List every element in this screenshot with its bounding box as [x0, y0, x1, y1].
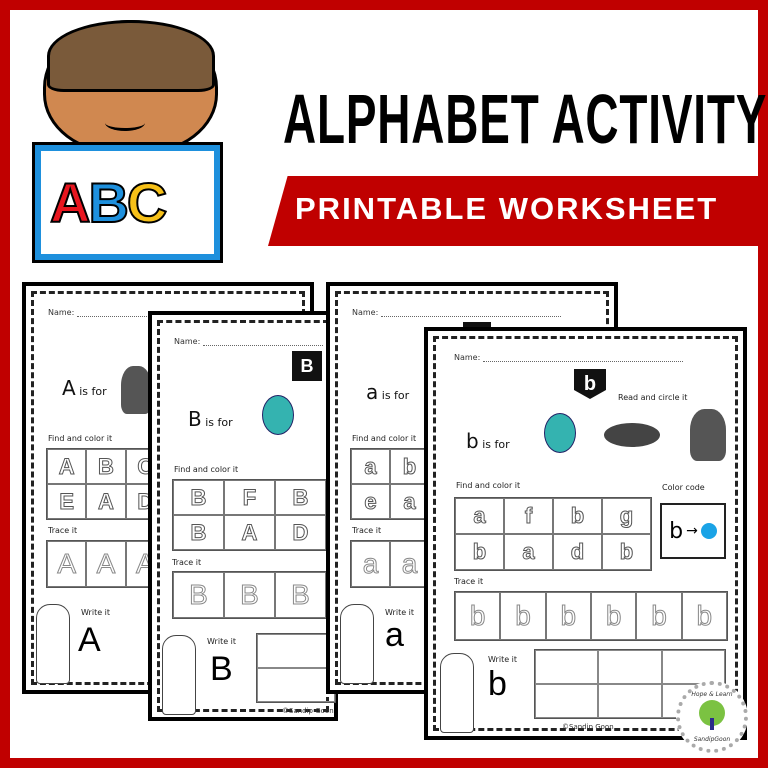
trace-label: Trace it: [172, 558, 202, 567]
balloon-picture: [544, 413, 576, 453]
sign-letter-c: C: [126, 170, 169, 235]
letter-badge: B: [292, 351, 322, 381]
dashed-border: [433, 336, 738, 731]
balloon-picture: [262, 395, 294, 435]
seal-signature: SandipGoon: [693, 736, 731, 743]
abc-sign-letters: ABC: [49, 170, 169, 235]
subtitle-ribbon: [268, 176, 758, 246]
worksheet-b-lower: Name: b Read and circle it b is for Find…: [424, 327, 747, 740]
is-for-label: b is for: [466, 429, 510, 453]
trace-label: Trace it: [454, 577, 484, 586]
page-title: ALPHABET ACTIVITY: [283, 79, 768, 158]
color-code-box: b→: [660, 503, 726, 559]
trace-label: Trace it: [352, 526, 382, 535]
kid-outline-icon: [340, 604, 374, 684]
find-label: Find and color it: [48, 434, 113, 443]
find-label: Find and color it: [352, 434, 417, 443]
cat-picture: [690, 409, 726, 461]
kid-outline-icon: [162, 635, 196, 715]
sign-letter-b: B: [87, 170, 130, 235]
page-subtitle: PRINTABLE WORKSHEET: [295, 191, 719, 226]
write-label: Write it: [81, 608, 111, 617]
sign-letter-a: A: [49, 170, 92, 235]
find-label: Find and color it: [456, 481, 521, 490]
abc-sign: [32, 142, 223, 263]
is-for-label: a is for: [366, 380, 410, 404]
write-label: Write it: [207, 637, 237, 646]
color-code-label: Color code: [662, 483, 705, 492]
write-grid: [256, 633, 336, 703]
find-label: Find and color it: [174, 465, 239, 474]
tree-icon: [699, 700, 725, 730]
ant-picture: [604, 423, 660, 447]
kid-outline-icon: [36, 604, 70, 684]
name-field: Name:: [174, 337, 323, 346]
cat-picture: [121, 366, 151, 414]
write-letter: a: [385, 616, 404, 654]
write-label: Write it: [385, 608, 415, 617]
write-label: Write it: [488, 655, 518, 664]
copyright: ©Sandip Goon: [282, 707, 334, 715]
is-for-label: B is for: [188, 407, 233, 431]
trace-label: Trace it: [48, 526, 78, 535]
name-field: Name:: [352, 308, 561, 317]
kid-illustration: [25, 20, 230, 260]
copyright: ©Sandip Goon: [562, 723, 614, 731]
read-circle-label: Read and circle it: [618, 393, 688, 402]
kid-outline-icon: [440, 653, 474, 733]
is-for-label: A is for: [62, 376, 107, 400]
name-field: Name:: [454, 353, 683, 362]
write-letter: A: [78, 621, 101, 659]
blue-dot-icon: [700, 523, 717, 539]
write-letter: b: [488, 665, 507, 703]
brand-seal: Hope & Learn SandipGoon: [676, 681, 748, 753]
write-letter: B: [210, 650, 233, 688]
seal-title: Hope & Learn: [691, 691, 733, 698]
